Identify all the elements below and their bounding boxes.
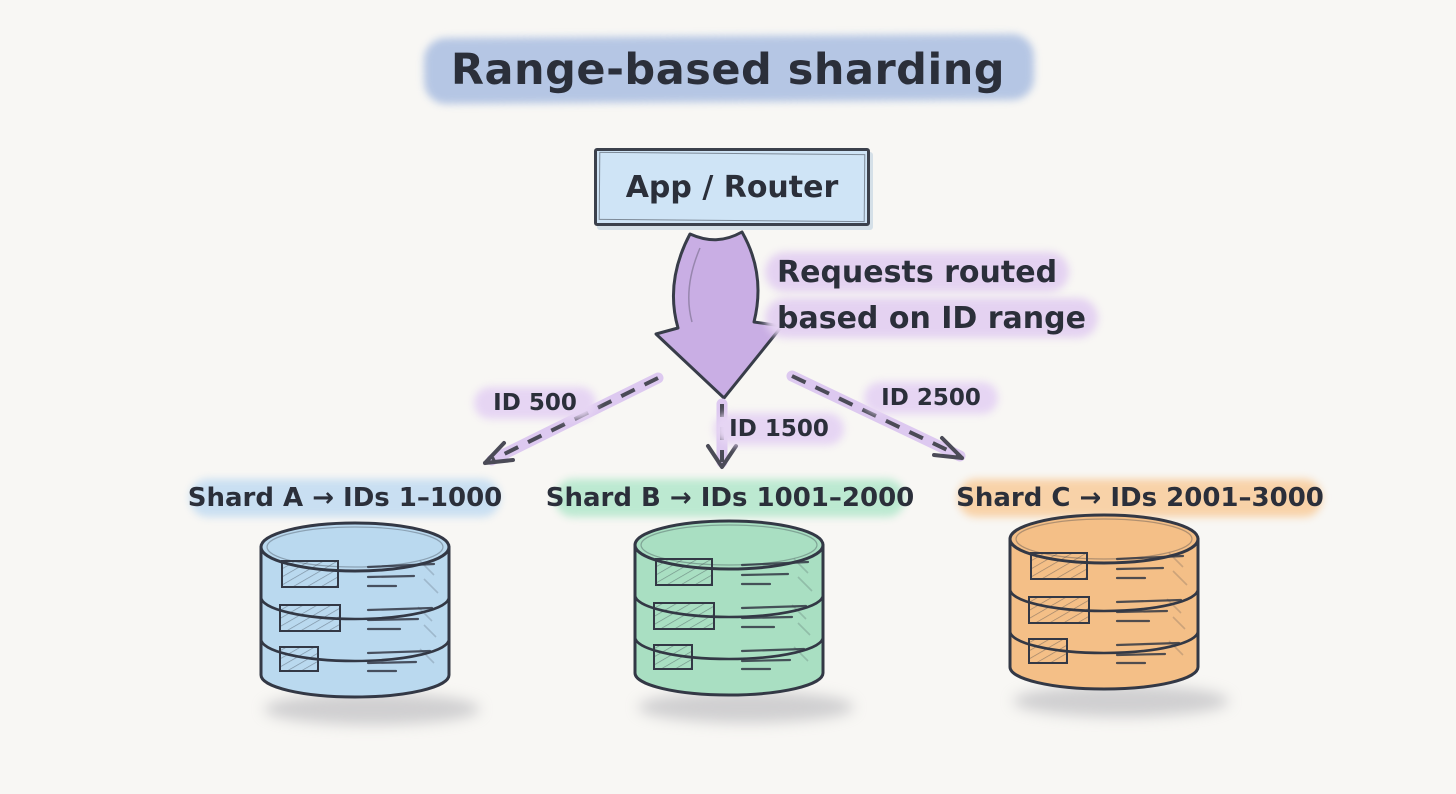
app-router-node: App / Router <box>594 148 870 226</box>
record-lines <box>1115 554 1185 665</box>
routing-note-line-2: based on ID range <box>765 295 1098 341</box>
diagram-title: Range-based sharding <box>423 33 1035 106</box>
record-lines <box>740 560 810 671</box>
id-label-highlight <box>474 387 596 419</box>
flow-down-arrow-icon <box>654 230 784 400</box>
shard-c-database-icon <box>1008 513 1229 717</box>
shadow <box>264 693 480 725</box>
note-highlight <box>765 298 1098 338</box>
route-arrow-shard-a <box>483 372 664 466</box>
shadow <box>638 691 854 723</box>
id-label-highlight <box>864 382 998 414</box>
record-lines <box>366 562 436 673</box>
route-id-label-2500: ID 2500 <box>864 379 998 417</box>
shard-b-database-icon <box>633 519 854 723</box>
shard-b-highlight <box>555 479 905 517</box>
route-arrow-shard-c <box>786 370 966 462</box>
shard-a-highlight <box>190 479 500 517</box>
shard-b-label: Shard B → IDs 1001–2000 <box>546 477 914 519</box>
shard-a-database-icon <box>259 521 480 725</box>
shard-a-label: Shard A → IDs 1–1000 <box>188 477 502 519</box>
shard-c-highlight <box>958 479 1322 517</box>
note-highlight <box>765 252 1070 292</box>
id-label-highlight <box>714 413 844 445</box>
route-id-label-1500: ID 1500 <box>714 410 844 448</box>
title-text: Range-based sharding <box>450 45 1006 95</box>
shard-c-label: Shard C → IDs 2001–3000 <box>956 477 1324 519</box>
routing-note-line-1: Requests routed <box>765 249 1070 295</box>
app-router-label: App / Router <box>625 169 839 205</box>
route-id-label-500: ID 500 <box>474 384 596 422</box>
shadow <box>1013 685 1229 717</box>
